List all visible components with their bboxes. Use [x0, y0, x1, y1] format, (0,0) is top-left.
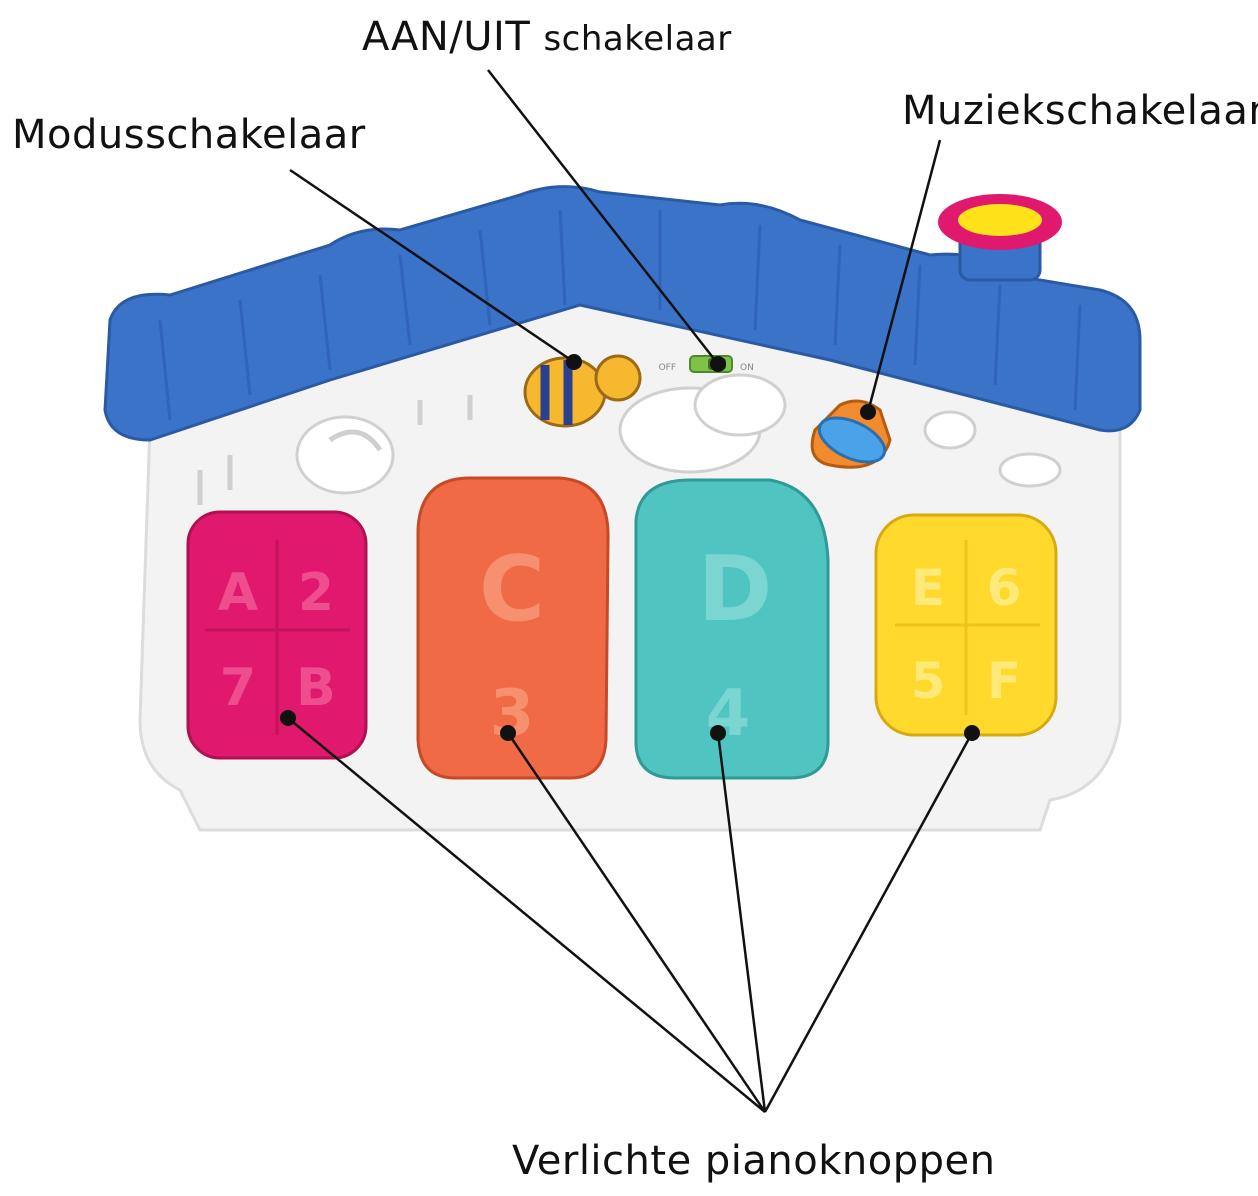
piano-key-teal[interactable]: D 4: [636, 480, 828, 778]
key-glyph: C: [479, 537, 545, 642]
piano-key-yellow[interactable]: E 6 5 F: [876, 515, 1056, 735]
dot-key-yellow: [964, 725, 980, 741]
dot-onoff: [710, 356, 726, 372]
dot-key-teal: [710, 725, 726, 741]
label-keys: Verlichte pianoknoppen: [512, 1138, 995, 1184]
chimney-top: [958, 204, 1042, 236]
switch-on-label: ON: [740, 363, 754, 373]
key-glyph: F: [987, 652, 1021, 710]
label-mode: Modusschakelaar: [12, 112, 366, 158]
key-glyph: B: [296, 658, 336, 718]
key-glyph: 2: [298, 563, 334, 623]
key-glyph: 7: [220, 658, 256, 718]
key-glyph: 6: [987, 559, 1022, 617]
dot-music: [860, 404, 876, 420]
label-onoff-small: schakelaar: [543, 19, 731, 59]
key-glyph: E: [911, 559, 945, 617]
key-glyph: D: [698, 537, 773, 642]
dot-key-pink: [280, 710, 296, 726]
key-glyph: A: [218, 563, 258, 623]
key-glyph: 5: [911, 652, 946, 710]
piano-key-pink[interactable]: A 2 7 B: [188, 512, 366, 758]
label-music: Muziekschakelaar: [902, 88, 1258, 134]
switch-off-label: OFF: [659, 363, 676, 373]
dot-key-orange: [500, 725, 516, 741]
dot-mode: [566, 354, 582, 370]
label-onoff: AAN/UIT schakelaar: [362, 14, 732, 60]
key-glyph: 4: [706, 677, 751, 751]
label-onoff-main: AAN/UIT: [362, 14, 530, 60]
